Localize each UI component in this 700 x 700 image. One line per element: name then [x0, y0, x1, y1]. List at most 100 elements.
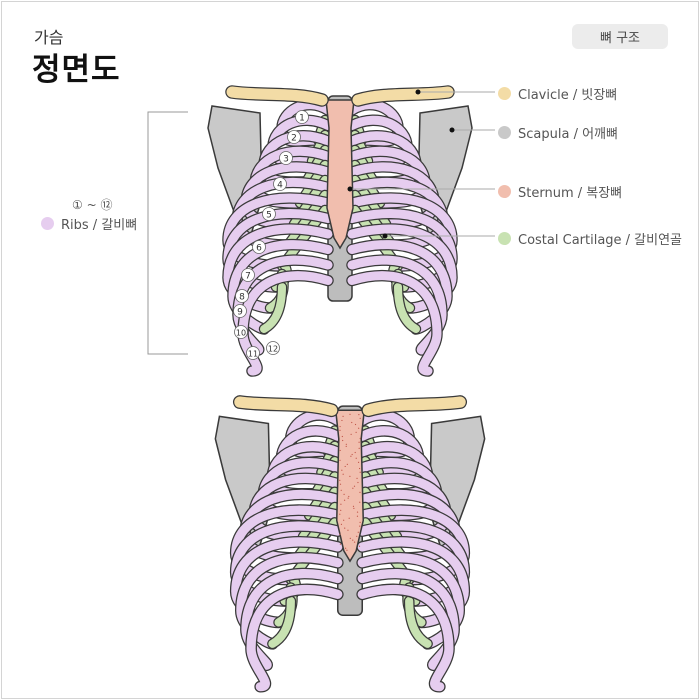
ribs-bracket — [147, 111, 188, 355]
rib-number-circle — [295, 110, 309, 124]
sternum-texture — [355, 431, 357, 433]
rib-number-circle — [246, 346, 260, 360]
sternum-texture — [348, 495, 350, 498]
sternum-texture — [341, 419, 343, 422]
sternum-texture — [339, 479, 341, 482]
rib-number-10: 10 — [236, 329, 246, 338]
sternum-texture — [340, 503, 342, 505]
sternum-texture — [349, 413, 351, 415]
sternum-texture — [345, 443, 347, 445]
rib-number-circle — [287, 130, 301, 144]
sternum-texture — [356, 477, 358, 479]
sternum-texture — [357, 481, 359, 484]
sternum-texture — [355, 457, 357, 459]
legend-label: Ribs / 갈비뼈 — [61, 218, 138, 233]
sternum-texture — [345, 547, 347, 549]
rib — [347, 240, 452, 334]
sternum-texture — [356, 515, 359, 517]
legend-scapula: Scapula / 어깨뼈 — [498, 123, 618, 142]
rib-number-circle — [241, 268, 255, 282]
rib-number-circle — [279, 151, 293, 165]
sternum-texture — [359, 491, 361, 493]
sternum-texture — [354, 423, 357, 426]
rib-number-circle — [266, 341, 280, 355]
legend-label: Scapula / 어깨뼈 — [518, 127, 618, 142]
legend-label: Sternum / 복장뼈 — [518, 186, 623, 201]
sternum-texture — [358, 447, 360, 449]
sternum-texture — [347, 497, 349, 499]
sternum-texture — [359, 501, 361, 503]
pointer-dot — [449, 127, 455, 133]
sternum-texture — [352, 505, 355, 507]
legend-label: Clavicle / 빗장뼈 — [518, 88, 618, 103]
sternum-texture — [343, 499, 346, 501]
sternum-texture — [348, 517, 350, 519]
sternum-texture — [341, 435, 343, 438]
sternum-texture — [359, 521, 361, 523]
page-subtitle: 가슴 — [34, 28, 64, 47]
sternum-texture — [351, 421, 353, 424]
sternum-texture — [354, 451, 356, 454]
sternum-texture — [339, 483, 342, 485]
sternum-texture — [356, 535, 358, 537]
legend-clavicle: Clavicle / 빗장뼈 — [498, 84, 617, 103]
sternum-texture — [357, 531, 359, 533]
clavicle-dot — [498, 87, 511, 100]
sternum-texture — [350, 433, 352, 436]
sternum-texture — [346, 463, 348, 466]
sternum-texture — [353, 485, 356, 487]
rib — [357, 568, 459, 670]
sternum-texture — [359, 437, 361, 440]
ribs-range: ① ~ ⑫ — [72, 198, 113, 212]
sternum-texture — [340, 509, 342, 512]
rib-number-11: 11 — [248, 350, 258, 359]
sternum-texture — [344, 465, 346, 468]
sternum-texture — [345, 445, 347, 447]
rib — [347, 271, 442, 376]
clavicle — [362, 396, 466, 416]
sternum-texture — [352, 487, 354, 489]
rib-number-circle — [233, 304, 247, 318]
legend-ribs: Ribs / 갈비뼈 — [41, 214, 137, 233]
legend-sternum: Sternum / 복장뼈 — [498, 182, 622, 201]
sternum-texture — [339, 459, 341, 461]
rib-number-3: 3 — [283, 155, 289, 165]
sternum-texture — [349, 475, 351, 477]
sternum-texture — [346, 549, 348, 551]
legend-label: Costal Cartilage / 갈비연골 — [518, 233, 683, 248]
rib-number-5: 5 — [266, 211, 272, 221]
rib-number-circle — [252, 240, 266, 254]
rib-number-1: 1 — [299, 114, 305, 124]
rib-number-circle — [235, 289, 249, 303]
rib — [246, 584, 343, 692]
rib — [236, 553, 343, 649]
sternum-texture — [358, 427, 360, 429]
rib-number-9: 9 — [237, 308, 243, 318]
sternum-texture — [343, 493, 345, 496]
scapula-dot — [498, 126, 511, 139]
rib — [233, 255, 333, 355]
rib — [357, 584, 454, 692]
rib — [347, 255, 447, 355]
sternum-texture — [358, 467, 361, 470]
sternum-texture — [359, 525, 361, 527]
sternum-texture — [342, 415, 344, 417]
rib — [241, 568, 343, 670]
rib-number-8: 8 — [239, 293, 245, 303]
sternum-texture — [352, 539, 354, 541]
sternum-texture — [339, 513, 341, 515]
clavicle — [226, 86, 328, 106]
ribcage — [207, 85, 473, 377]
sternum-texture — [351, 453, 353, 456]
rib-number-4: 4 — [277, 181, 283, 191]
rib — [357, 553, 464, 649]
sternum-texture — [342, 439, 344, 442]
clavicle — [352, 86, 454, 106]
sternum — [325, 99, 355, 250]
page-title: 정면도 — [32, 52, 121, 88]
sternum-dot — [498, 185, 511, 198]
sternum-texture — [356, 511, 359, 513]
bone-structure-badge[interactable]: 뼈 구조 — [572, 24, 668, 49]
